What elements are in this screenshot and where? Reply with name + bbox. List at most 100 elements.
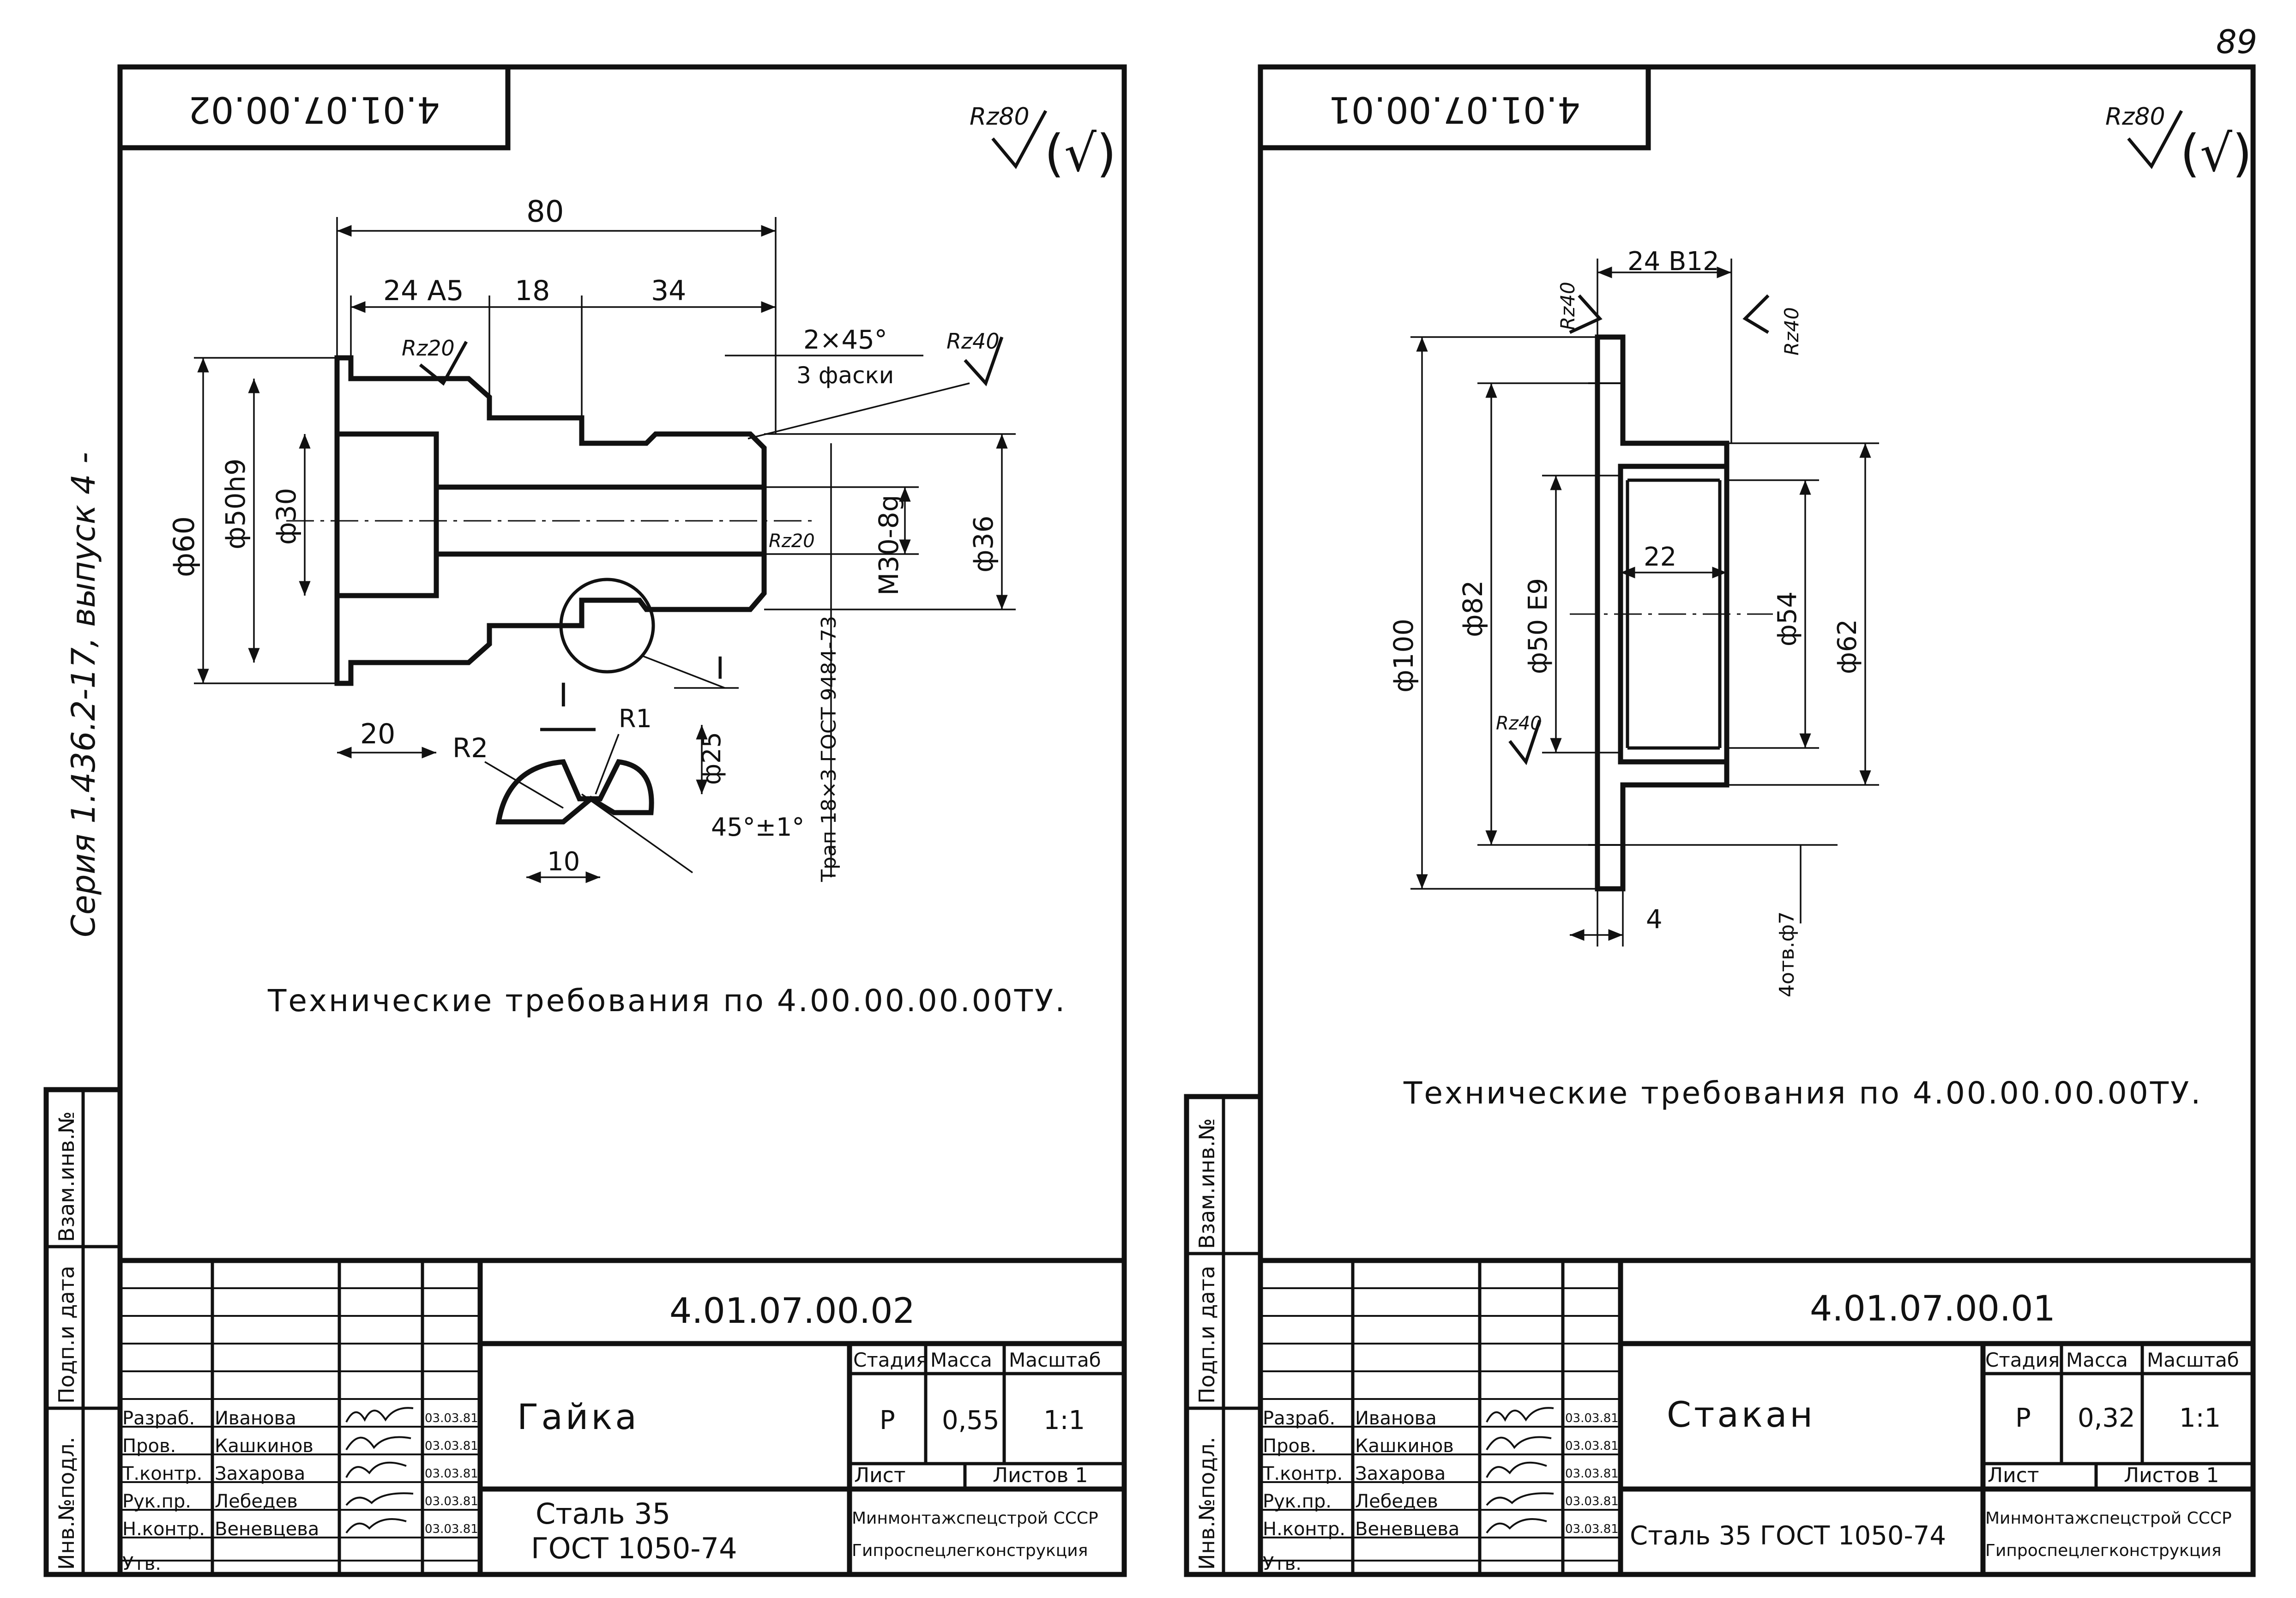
svg-text:(√): (√)	[1044, 124, 1116, 183]
svg-text:45°±1°: 45°±1°	[711, 813, 804, 842]
svg-text:Разраб.: Разраб.	[1263, 1408, 1335, 1429]
svg-text:ф100: ф100	[1388, 619, 1419, 693]
right-sheet: 4.01.07.00.01 Rz80 (√) Инв.№подл. Подп.и…	[1184, 64, 2256, 1577]
nut-dimensions: 80 24 A5 18 34 2×45° 3 фаски Rz20 Rz40 R…	[167, 195, 1016, 882]
svg-text:Кашкинов: Кашкинов	[1355, 1435, 1454, 1457]
svg-text:Rz20: Rz20	[402, 336, 455, 361]
svg-text:Инв.№подл.: Инв.№подл.	[54, 1437, 79, 1570]
svg-text:0,32: 0,32	[2078, 1403, 2135, 1433]
svg-text:03.03.81: 03.03.81	[1565, 1495, 1619, 1508]
svg-text:Стакан: Стакан	[1667, 1394, 1815, 1435]
left-code-mirrored: 4.01.07.00.02	[188, 89, 440, 130]
svg-text:Разраб.: Разраб.	[122, 1408, 195, 1429]
cup-dimensions: 24 B12 Rz40 Rz40 Rz40 ф100 ф82 ф50 E9 22	[1388, 247, 1879, 997]
svg-text:ф36: ф36	[968, 516, 999, 573]
svg-text:22: 22	[1644, 542, 1676, 572]
svg-text:4отв.ф7: 4отв.ф7	[1775, 911, 1799, 997]
svg-text:Н.контр.: Н.контр.	[1263, 1519, 1345, 1540]
svg-text:Иванова: Иванова	[1355, 1408, 1437, 1429]
svg-text:Минмонтажспецстрой СССР: Минмонтажспецстрой СССР	[852, 1509, 1098, 1528]
svg-text:Кашкинов: Кашкинов	[215, 1435, 313, 1457]
svg-text:Т.контр.: Т.контр.	[1262, 1463, 1343, 1484]
nut-detail-view: I R2 R1 ф25 45°±1° 10	[452, 676, 804, 883]
nut-section-view	[286, 355, 813, 686]
svg-text:Захарова: Захарова	[215, 1463, 305, 1484]
svg-text:03.03.81: 03.03.81	[1565, 1522, 1619, 1536]
svg-text:80: 80	[526, 195, 564, 229]
svg-text:20: 20	[360, 718, 395, 750]
left-tech-requirements: Технические требования по 4.00.00.00.00Т…	[267, 983, 1067, 1019]
svg-text:Взам.инв.№: Взам.инв.№	[1194, 1118, 1219, 1249]
svg-text:4.01.07.00.02: 4.01.07.00.02	[669, 1290, 915, 1331]
svg-text:Масса: Масса	[2066, 1349, 2128, 1371]
svg-text:Пров.: Пров.	[122, 1435, 176, 1457]
svg-text:Rz20: Rz20	[769, 531, 815, 552]
svg-text:Т.контр.: Т.контр.	[122, 1463, 202, 1484]
svg-text:03.03.81: 03.03.81	[1565, 1439, 1619, 1453]
svg-text:2×45°: 2×45°	[803, 325, 887, 355]
right-code-box	[1258, 64, 1651, 151]
svg-text:Rz80: Rz80	[2105, 103, 2165, 131]
left-title-block: 4.01.07.00.02 Гайка Сталь 35 ГОСТ 1050-7…	[117, 1258, 1127, 1577]
svg-text:Инв.№подл.: Инв.№подл.	[1194, 1437, 1219, 1570]
svg-text:34: 34	[651, 275, 686, 307]
svg-text:Рук.пр.: Рук.пр.	[1263, 1491, 1332, 1512]
svg-text:Веневцева: Веневцева	[215, 1519, 319, 1540]
svg-text:03.03.81: 03.03.81	[1565, 1411, 1619, 1425]
svg-text:Сталь 35 ГОСТ 1050-74: Сталь 35 ГОСТ 1050-74	[1630, 1521, 1946, 1551]
svg-text:ф25: ф25	[697, 732, 726, 785]
svg-text:Стадия: Стадия	[853, 1349, 928, 1371]
svg-text:Подп.и дата: Подп.и дата	[1194, 1266, 1219, 1404]
svg-text:R2: R2	[452, 732, 488, 764]
svg-text:Гипроспецлегконструкция: Гипроспецлегконструкция	[852, 1541, 1088, 1560]
svg-text:Гайка: Гайка	[517, 1396, 639, 1437]
svg-text:Стадия: Стадия	[1985, 1349, 2060, 1371]
svg-text:Лебедев: Лебедев	[1355, 1491, 1438, 1512]
svg-text:10: 10	[547, 847, 580, 877]
svg-text:Р: Р	[880, 1405, 895, 1435]
svg-text:Веневцева: Веневцева	[1355, 1519, 1459, 1540]
svg-text:03.03.81: 03.03.81	[425, 1522, 478, 1536]
svg-text:18: 18	[515, 275, 550, 307]
svg-text:03.03.81: 03.03.81	[425, 1411, 478, 1425]
svg-text:03.03.81: 03.03.81	[1565, 1467, 1619, 1481]
svg-text:Взам.инв.№: Взам.инв.№	[54, 1111, 79, 1242]
svg-text:0,55: 0,55	[942, 1405, 1000, 1435]
svg-text:ф54: ф54	[1772, 591, 1802, 646]
svg-text:Лист: Лист	[1988, 1464, 2039, 1487]
page-number: 89	[2216, 23, 2257, 61]
svg-text:Масса: Масса	[930, 1349, 992, 1371]
svg-text:Масштаб: Масштаб	[2147, 1349, 2239, 1371]
svg-text:Подп.и дата: Подп.и дата	[54, 1266, 79, 1404]
svg-text:Утв.: Утв.	[1263, 1553, 1302, 1574]
right-roughness-symbol: Rz80 (√)	[2105, 103, 2252, 183]
left-sheet: 4.01.07.00.02 Rz80 (√) Инв.№подл. Подп.и…	[43, 64, 1127, 1577]
svg-text:ф50h9: ф50h9	[220, 458, 251, 549]
svg-text:Листов 1: Листов 1	[2124, 1464, 2219, 1487]
svg-text:ф60: ф60	[167, 516, 201, 577]
right-tech-requirements: Технические требования по 4.00.00.00.00Т…	[1403, 1075, 2202, 1111]
svg-text:Гипроспецлегконструкция: Гипроспецлегконструкция	[1985, 1541, 2221, 1560]
svg-text:03.03.81: 03.03.81	[425, 1439, 478, 1453]
svg-text:Сталь 35: Сталь 35	[536, 1497, 670, 1531]
svg-text:М30-8g: М30-8g	[873, 495, 904, 596]
svg-text:ф50 E9: ф50 E9	[1523, 578, 1553, 674]
svg-text:ф30: ф30	[271, 488, 302, 545]
svg-text:Rz40: Rz40	[1496, 713, 1542, 734]
svg-text:Масштаб: Масштаб	[1009, 1349, 1101, 1371]
left-side-stamp: Инв.№подл. Подп.и дата Взам.инв.№	[43, 1087, 123, 1577]
svg-text:Утв.: Утв.	[122, 1553, 161, 1574]
svg-text:ГОСТ 1050-74: ГОСТ 1050-74	[531, 1532, 737, 1565]
svg-text:I: I	[716, 651, 724, 686]
svg-text:03.03.81: 03.03.81	[425, 1495, 478, 1508]
svg-text:Иванова: Иванова	[215, 1408, 296, 1429]
svg-text:4.01.07.00.01: 4.01.07.00.01	[1810, 1288, 2055, 1329]
svg-text:24 A5: 24 A5	[383, 275, 464, 307]
svg-text:Трап 18×3 ГОСТ 9484-73: Трап 18×3 ГОСТ 9484-73	[817, 616, 841, 882]
svg-text:Захарова: Захарова	[1355, 1463, 1446, 1484]
svg-text:Rz40: Rz40	[1556, 282, 1579, 330]
svg-text:Рук.пр.: Рук.пр.	[122, 1491, 191, 1512]
svg-text:(√): (√)	[2180, 124, 2252, 183]
cup-section-view	[1570, 334, 1773, 892]
